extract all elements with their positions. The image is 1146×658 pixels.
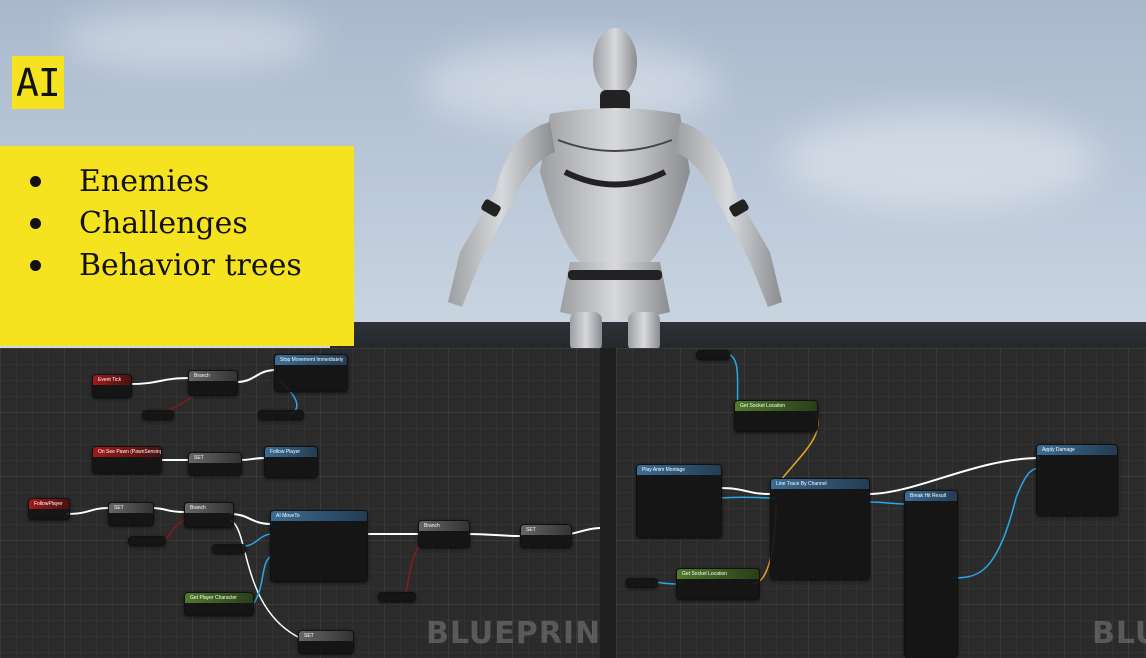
node-title: Apply Damage: [1037, 445, 1117, 455]
bullet-text: Challenges: [79, 205, 248, 241]
ai-controller-getter[interactable]: [258, 410, 304, 420]
start-attack-getter[interactable]: [696, 350, 730, 360]
cloud: [60, 10, 320, 70]
on-see-pawn-node[interactable]: On See Pawn (PawnSensing): [92, 446, 162, 474]
mesh-getter[interactable]: [626, 578, 658, 588]
node-title: Line Trace By Channel: [771, 479, 869, 489]
stop-movement-node[interactable]: Stop Movement Immediately: [274, 354, 348, 392]
node-title: SET: [521, 525, 571, 535]
bullet-item: Behavior trees: [24, 244, 354, 286]
node-title: Branch: [189, 371, 237, 381]
self-getter[interactable]: [212, 544, 246, 554]
cloud: [780, 110, 1100, 210]
node-title: Break Hit Result: [905, 491, 957, 501]
bullet-list: Enemies Challenges Behavior trees: [0, 146, 354, 286]
node-title: FollowPlayer: [29, 499, 69, 509]
node-title: Play Anim Montage: [637, 465, 721, 475]
branch-node[interactable]: Branch: [184, 502, 234, 528]
get-socket-location-node[interactable]: Get Socket Location: [734, 400, 818, 432]
branch-node[interactable]: Branch: [418, 520, 470, 548]
blueprint-watermark: BLU: [1092, 616, 1146, 651]
node-title: Event Tick: [93, 375, 131, 385]
ai-moveto-node[interactable]: AI MoveTo: [270, 510, 368, 582]
node-title: AI MoveTo: [271, 511, 367, 521]
node-title: Stop Movement Immediately: [275, 355, 347, 365]
apply-damage-node[interactable]: Apply Damage: [1036, 444, 1118, 516]
node-title: Follow Player: [265, 447, 317, 457]
bullet-text: Enemies: [79, 163, 210, 199]
get-player-character-node[interactable]: Get Player Character: [184, 592, 254, 616]
follow-player-call-node[interactable]: Follow Player: [264, 446, 318, 478]
line-trace-by-channel-node[interactable]: Line Trace By Channel: [770, 478, 870, 580]
can-move-getter[interactable]: [142, 410, 174, 420]
blueprint-watermark: BLUEPRINT: [426, 616, 600, 651]
panel-divider: [600, 348, 616, 658]
get-socket-location-node[interactable]: Get Socket Location: [676, 568, 760, 600]
node-title: Branch: [185, 503, 233, 513]
slide-title: AI: [16, 60, 61, 105]
set-node[interactable]: SET: [188, 452, 242, 476]
node-title: On See Pawn (PawnSensing): [93, 447, 161, 457]
bullet-item: Enemies: [24, 160, 354, 202]
bullet-panel: Enemies Challenges Behavior trees: [0, 146, 354, 346]
mannequin-character: [448, 28, 782, 352]
set-node[interactable]: SET: [298, 630, 354, 654]
node-title: Get Socket Location: [735, 401, 817, 411]
blueprint-graph-right[interactable]: Get Socket Location Play Anim Montage Li…: [616, 348, 1146, 658]
node-title: SET: [189, 453, 241, 463]
can-attack-getter[interactable]: [378, 592, 416, 602]
bullet-item: Challenges: [24, 202, 354, 244]
break-hit-result-node[interactable]: Break Hit Result: [904, 490, 958, 658]
bullet-text: Behavior trees: [79, 247, 302, 283]
node-title: Get Player Character: [185, 593, 253, 603]
play-anim-montage-node[interactable]: Play Anim Montage: [636, 464, 722, 538]
branch-node[interactable]: Branch: [188, 370, 238, 396]
wire-layer: [65, 369, 600, 639]
can-move-getter[interactable]: [128, 536, 166, 546]
set-node[interactable]: SET: [108, 502, 154, 526]
node-title: SET: [299, 631, 353, 641]
node-title: Get Socket Location: [677, 569, 759, 579]
bullet-dot-icon: [30, 217, 41, 229]
bullet-dot-icon: [30, 175, 41, 187]
blueprint-graph-left[interactable]: Event Tick Branch Stop Movement Immediat…: [0, 348, 600, 658]
event-tick-node[interactable]: Event Tick: [92, 374, 132, 398]
ground-plane: [330, 322, 1146, 352]
node-title: Branch: [419, 521, 469, 531]
slide-title-box: AI: [12, 56, 64, 109]
bullet-dot-icon: [30, 259, 41, 271]
node-title: SET: [109, 503, 153, 513]
set-node[interactable]: SET: [520, 524, 572, 548]
follow-player-event-node[interactable]: FollowPlayer: [28, 498, 70, 520]
